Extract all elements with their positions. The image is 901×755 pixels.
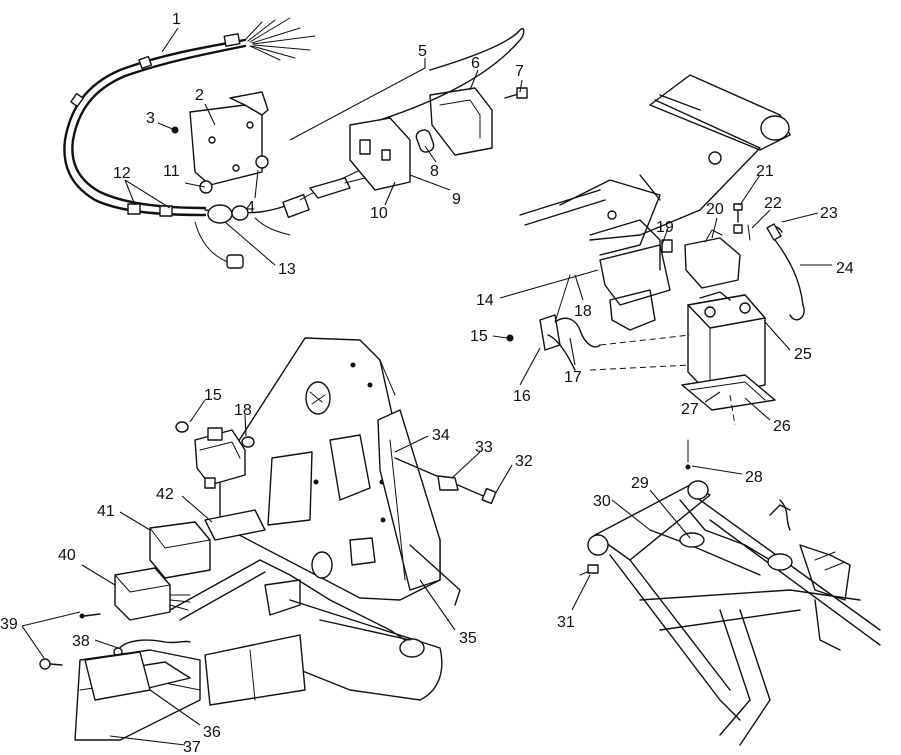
callout-2: 2 <box>195 87 204 104</box>
callout-11: 11 <box>163 163 180 180</box>
callout-41: 41 <box>97 503 115 520</box>
callout-39: 39 <box>0 616 18 633</box>
callout-15-lower: 15 <box>204 387 222 404</box>
callout-29: 29 <box>631 475 649 492</box>
component-40 <box>79 567 191 621</box>
battery-cable <box>506 274 736 426</box>
callout-20: 20 <box>706 201 724 218</box>
callout-15: 15 <box>470 328 488 345</box>
tail-light-assembly <box>309 28 528 199</box>
callout-numbers: 1 2 3 4 5 6 7 8 9 10 11 12 13 14 15 16 1… <box>0 11 854 755</box>
callout-16: 16 <box>513 388 531 405</box>
callout-18: 18 <box>574 303 592 320</box>
wiring-harness <box>63 17 361 269</box>
callout-30: 30 <box>593 493 611 510</box>
callout-4: 4 <box>246 199 255 216</box>
callout-24: 24 <box>836 260 854 277</box>
callout-28: 28 <box>745 469 763 486</box>
bracket-42 <box>204 509 266 541</box>
callout-35: 35 <box>459 630 477 647</box>
callout-31: 31 <box>557 614 575 631</box>
callout-14: 14 <box>476 292 494 309</box>
component-41 <box>149 521 211 579</box>
screw-39 <box>39 658 63 670</box>
callout-18-lower: 18 <box>234 402 252 419</box>
callout-38: 38 <box>72 633 90 650</box>
callout-32: 32 <box>515 453 533 470</box>
callout-34: 34 <box>432 427 450 444</box>
callout-leaders <box>21 27 832 746</box>
battery-bolt-nut <box>733 203 751 241</box>
callout-25: 25 <box>794 346 812 363</box>
callout-22: 22 <box>764 195 782 212</box>
ignition-coil <box>175 421 255 489</box>
callout-37: 37 <box>183 739 201 755</box>
callout-7: 7 <box>515 63 524 80</box>
callout-42: 42 <box>156 486 174 503</box>
frame-lower-right <box>579 439 881 746</box>
battery-cover <box>684 229 741 289</box>
lower-frame-left <box>169 544 461 701</box>
callout-40: 40 <box>58 547 76 564</box>
mount-bolt <box>394 457 497 505</box>
relay-bracket <box>171 91 269 194</box>
callout-21: 21 <box>756 163 774 180</box>
callout-36: 36 <box>203 724 221 741</box>
callout-26: 26 <box>773 418 791 435</box>
battery-strap <box>766 223 805 321</box>
callout-12: 12 <box>113 165 131 182</box>
callout-13: 13 <box>278 261 296 278</box>
callout-27: 27 <box>681 401 699 418</box>
callout-9: 9 <box>452 191 461 208</box>
callout-33: 33 <box>475 439 493 456</box>
callout-10: 10 <box>370 205 388 222</box>
callout-3: 3 <box>146 110 155 127</box>
callout-23: 23 <box>820 205 838 222</box>
rear-housing <box>74 634 306 741</box>
callout-17: 17 <box>564 369 582 386</box>
callout-8: 8 <box>430 163 439 180</box>
frame-upper-right <box>519 74 791 331</box>
battery <box>681 291 776 411</box>
callout-19: 19 <box>656 219 674 236</box>
callout-6: 6 <box>471 55 480 72</box>
callout-5: 5 <box>418 43 427 60</box>
electrical-mounting-plate <box>219 337 441 601</box>
callout-1: 1 <box>172 11 181 28</box>
